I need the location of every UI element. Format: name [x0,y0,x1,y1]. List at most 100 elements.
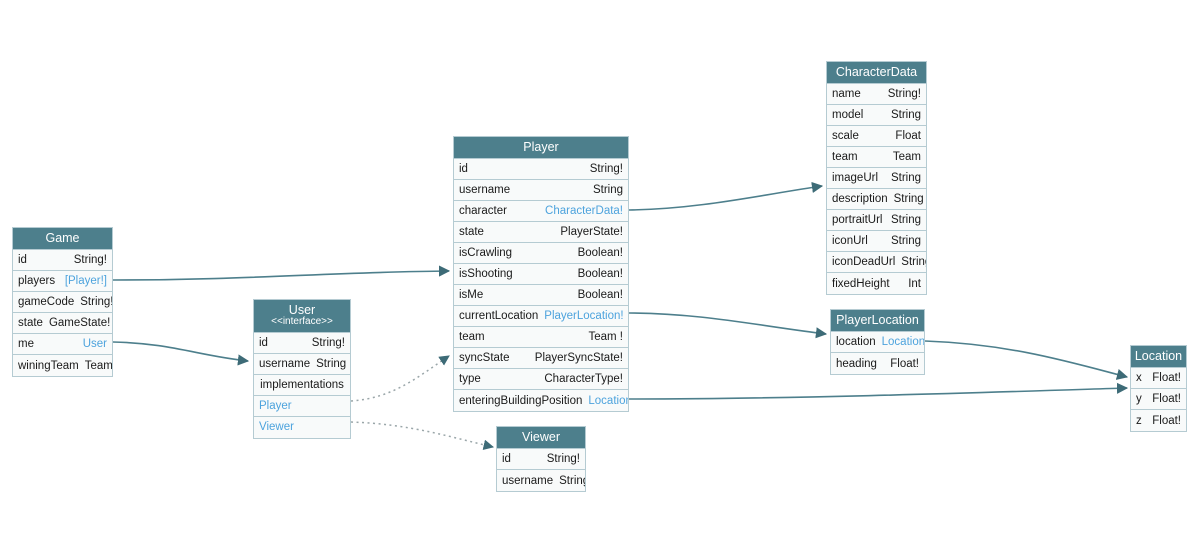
field-row[interactable]: y Float! [1131,389,1186,411]
field-type: Float! [1152,393,1181,406]
field-row[interactable]: portraitUrl String [827,210,926,232]
field-row[interactable]: isShooting Boolean! [454,264,628,286]
field-row[interactable]: x Float! [1131,368,1186,390]
field-name: id [259,336,268,349]
field-name: imageUrl [832,172,879,185]
field-name: id [502,453,511,466]
edge-user-implements-viewer [350,421,495,450]
field-type: Int [908,277,921,290]
field-type: Team ! [588,331,623,344]
field-type[interactable]: Location [588,394,628,407]
implementation-row-player[interactable]: Player [254,395,350,417]
field-row[interactable]: team Team [827,147,926,169]
field-name: id [459,163,468,176]
field-row[interactable]: team Team ! [454,327,628,349]
field-type: CharacterType! [544,373,623,386]
edge-game-players-to-player [112,265,451,281]
field-row[interactable]: name String! [827,84,926,106]
field-row[interactable]: players [Player!] [13,271,112,293]
field-row[interactable]: imageUrl String [827,168,926,190]
field-row[interactable]: fixedHeight Int [827,273,926,295]
field-name: team [832,151,858,164]
field-row[interactable]: type CharacterType! [454,369,628,391]
field-type: PlayerState! [560,226,623,239]
edge-player-currentlocation-to-playerlocation [628,312,828,339]
field-type: Float [895,130,921,143]
field-row[interactable]: character CharacterData! [454,201,628,223]
entity-characterdata[interactable]: CharacterData name String! model String … [826,61,927,296]
implementation-row-viewer[interactable]: Viewer [254,416,350,438]
field-type: String [890,214,921,227]
field-name: team [459,331,485,344]
field-type[interactable]: CharacterData! [545,205,623,218]
field-row[interactable]: username String [254,353,350,375]
field-row[interactable]: username String [497,470,585,492]
field-row[interactable]: description String [827,189,926,211]
field-row[interactable]: id String! [13,250,112,272]
field-row[interactable]: winingTeam Team [13,355,112,377]
entity-user-title: User <<interface>> [254,300,350,333]
entity-game[interactable]: Game id String! players [Player!] gameCo… [12,227,113,378]
entity-characterdata-title: CharacterData [827,62,926,85]
field-row[interactable]: iconDeadUrl String [827,252,926,274]
field-type[interactable]: Location! [881,336,924,349]
field-type: String! [73,254,107,267]
field-name: state [459,226,484,239]
field-type: Float! [890,357,919,370]
field-row[interactable]: id String! [254,332,350,354]
field-type: String! [589,163,623,176]
entity-game-title: Game [13,228,112,251]
field-row[interactable]: state PlayerState! [454,222,628,244]
field-row[interactable]: enteringBuildingPosition Location [454,390,628,412]
field-type: String [893,193,924,206]
edge-playerlocation-location-to-location [924,340,1129,380]
field-row[interactable]: z Float! [1131,410,1186,432]
field-row[interactable]: id String! [454,159,628,181]
field-row[interactable]: gameCode String! [13,292,112,314]
field-row[interactable]: username String [454,180,628,202]
field-type: String [559,474,585,487]
field-row[interactable]: state GameState! [13,313,112,335]
field-row[interactable]: syncState PlayerSyncState! [454,348,628,370]
field-name: heading [836,357,877,370]
field-row[interactable]: model String [827,105,926,127]
field-row[interactable]: currentLocation PlayerLocation! [454,306,628,328]
field-row[interactable]: location Location! [831,332,924,354]
field-row[interactable]: heading Float! [831,353,924,375]
field-row[interactable]: me User [13,334,112,356]
field-row[interactable]: isMe Boolean! [454,285,628,307]
edge-user-implements-player [350,355,450,402]
entity-location[interactable]: Location x Float! y Float! z Float! [1130,345,1187,433]
field-type: String [890,172,921,185]
field-name: me [18,338,34,351]
field-row[interactable]: id String! [497,449,585,471]
field-name: id [18,254,27,267]
field-type[interactable]: User [82,338,107,351]
field-name: iconUrl [832,235,868,248]
implementation-name[interactable]: Viewer [259,421,294,434]
field-type[interactable]: PlayerLocation! [544,310,624,323]
field-row[interactable]: iconUrl String [827,231,926,253]
field-name: state [18,317,43,330]
field-type: Boolean! [577,289,623,302]
field-name: fixedHeight [832,277,890,290]
field-type: Team [84,359,112,372]
field-name: location [836,336,876,349]
entity-playerlocation[interactable]: PlayerLocation location Location! headin… [830,309,925,376]
entity-location-title: Location [1131,346,1186,369]
implementation-name[interactable]: Player [259,399,292,412]
entity-user[interactable]: User <<interface>> id String! username S… [253,299,351,439]
entity-viewer[interactable]: Viewer id String! username String [496,426,586,493]
field-name: model [832,109,864,122]
field-name: currentLocation [459,310,539,323]
field-type: Boolean! [577,247,623,260]
entity-player-title: Player [454,137,628,160]
field-row[interactable]: isCrawling Boolean! [454,243,628,265]
edge-game-me-to-user [112,341,250,366]
field-type[interactable]: [Player!] [64,275,107,288]
field-row[interactable]: scale Float [827,126,926,148]
field-type: GameState! [48,317,111,330]
implementations-header: implementations [254,374,350,396]
entity-player[interactable]: Player id String! username String charac… [453,136,629,413]
field-type: String [890,235,921,248]
